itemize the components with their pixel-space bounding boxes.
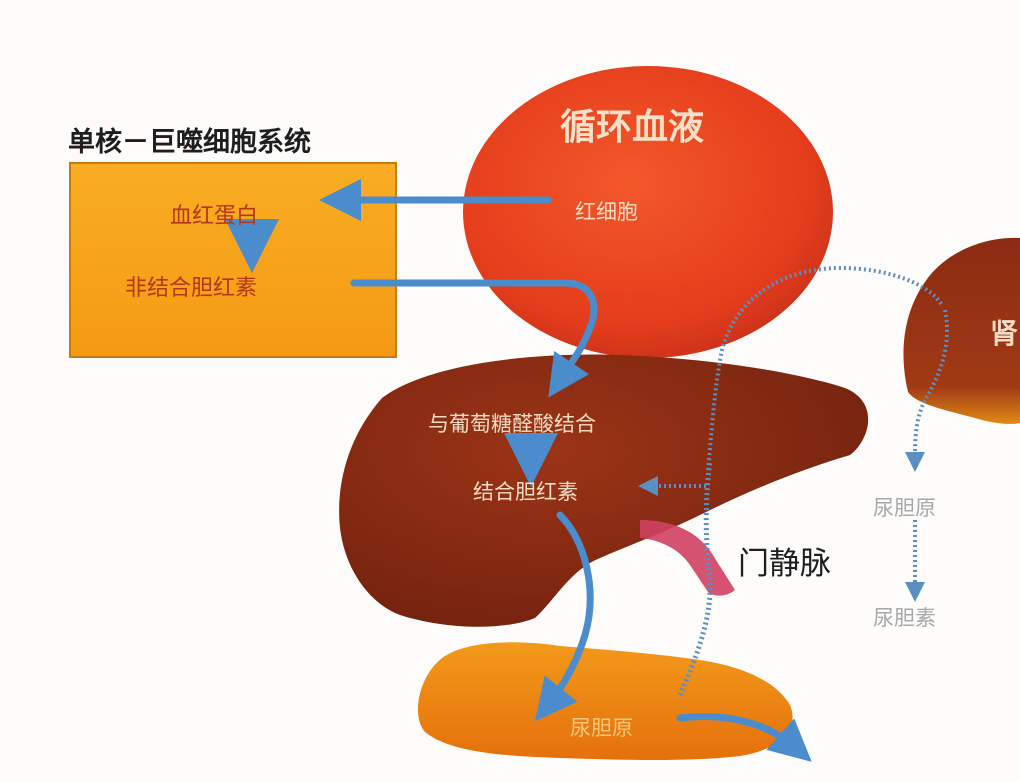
urobilinogen-intestine-label: 尿胆原 — [570, 716, 633, 740]
unconjugated-bilirubin-label: 非结合胆红素 — [125, 276, 258, 301]
urobilinogen-urine-label: 尿胆原 — [873, 496, 936, 520]
red-blood-cell-label: 红细胞 — [575, 200, 638, 224]
dotted-intestine-to-portal-vein — [677, 459, 713, 696]
glucuronic-conjugation-label: 与葡萄糖醛酸结合 — [428, 412, 596, 436]
liver-shape — [339, 354, 869, 627]
arrow-intestine-out — [676, 713, 812, 762]
portal-vein-label: 门静脉 — [738, 546, 831, 582]
urobilin-label: 尿胆素 — [873, 606, 936, 630]
intestine-shape — [417, 642, 793, 760]
kidney-shape — [903, 237, 1020, 424]
kidney-label: 肾 — [990, 317, 1019, 350]
mps-system-title: 单核－巨噬细胞系统 — [68, 127, 311, 158]
hemoglobin-label: 血红蛋白 — [170, 204, 259, 229]
arrow-conjugated-to-intestine — [534, 511, 594, 722]
circulating-blood-label: 循环血液 — [560, 107, 705, 148]
conjugated-bilirubin-label: 结合胆红素 — [473, 480, 578, 504]
mps-box — [69, 162, 397, 358]
portal-vein-vessel — [640, 520, 735, 596]
dotted-portal-to-blood — [706, 265, 944, 471]
arrow-unconjugated-to-liver — [350, 279, 598, 398]
